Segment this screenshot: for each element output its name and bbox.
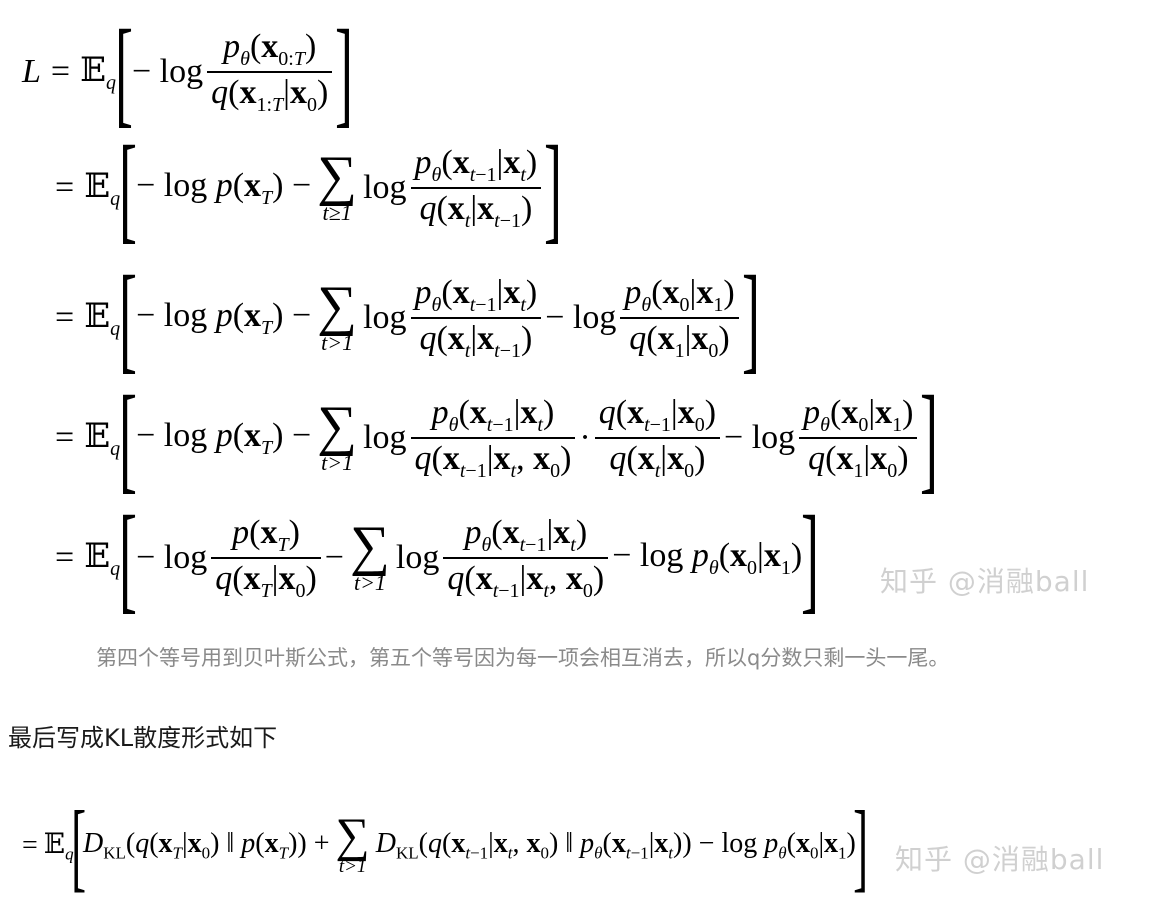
fraction: pθ(x0:T) q(x1:T|x0)	[207, 27, 333, 116]
summation: ∑t>1	[349, 514, 390, 596]
equation-line-2: = 𝔼q [ − log p(xT) − ∑t≥1 log pθ(xt−1|xt…	[55, 121, 563, 254]
equation-line-3: = 𝔼q [ − log p(xT) − ∑t>1 log pθ(xt−1|xt…	[55, 251, 760, 384]
summation: ∑t>1	[335, 808, 370, 878]
paragraph: 最后写成KL散度形式如下	[8, 724, 278, 752]
watermark: 知乎 @消融ball	[895, 843, 1105, 876]
equation-kl-line: = 𝔼q [ DKL(q(xT|x0) ‖ p(xT)) + ∑t>1 DKL(…	[22, 790, 869, 901]
fraction: pθ(xt−1|xt) q(xt−1|xt, x0)	[410, 393, 576, 482]
watermark: 知乎 @消融ball	[880, 565, 1090, 598]
equation-line-5: = 𝔼q [ − log p(xT) q(xT|x0) − ∑t>1 log p…	[55, 491, 820, 624]
fraction: pθ(x0|x1) q(x1|x0)	[620, 273, 739, 362]
summation: ∑t>1	[317, 274, 358, 356]
fraction: pθ(xt−1|xt) q(xt|xt−1)	[410, 273, 542, 362]
fraction: p(xT) q(xT|x0)	[211, 513, 321, 602]
fraction: pθ(xt−1|xt) q(xt|xt−1)	[410, 143, 542, 232]
caption: 第四个等号用到贝叶斯公式，第五个等号因为每一项会相互消去，所以q分数只剩一头一尾…	[96, 646, 950, 670]
summation: ∑t≥1	[317, 144, 358, 226]
fraction: pθ(xt−1|xt) q(xt−1|xt, x0)	[443, 513, 609, 602]
equation-lhs: L	[22, 53, 41, 90]
equation-line-1: L = 𝔼q [ − log pθ(x0:T) q(x1:T|x0) ]	[22, 5, 354, 138]
summation: ∑t>1	[317, 394, 358, 476]
equation-line-4: = 𝔼q [ − log p(xT) − ∑t>1 log pθ(xt−1|xt…	[55, 371, 939, 504]
fraction: q(xt−1|x0) q(xt|x0)	[594, 393, 721, 482]
fraction: pθ(x0|x1) q(x1|x0)	[799, 393, 918, 482]
